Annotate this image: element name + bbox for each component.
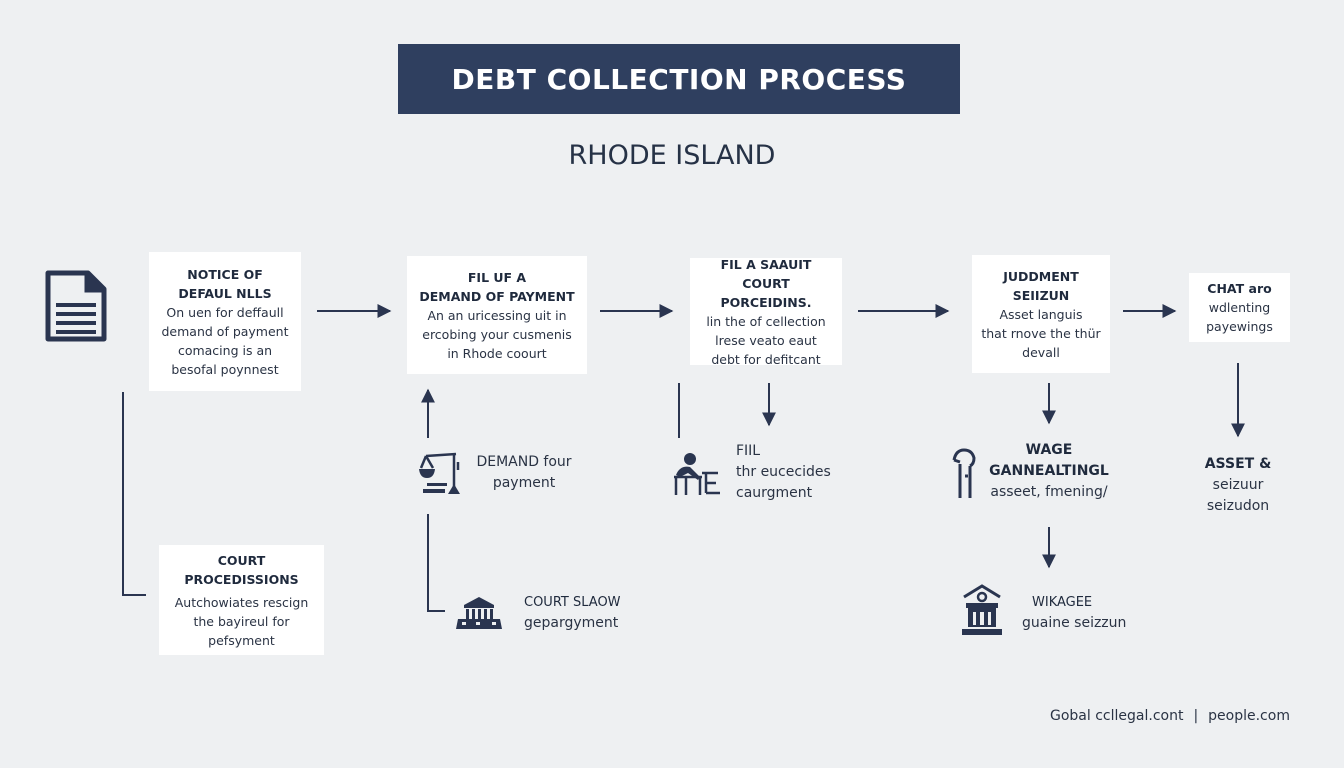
substep-description: Autchowiates rescign	[174, 594, 309, 610]
person-at-desk-icon	[674, 453, 720, 495]
label-line: guaine seizzun	[1022, 615, 1127, 631]
substep-court-procedissions: COURT PROCEDISSIONS Autchowiates rescign…	[159, 545, 324, 655]
step-description: On uen for deffaull	[166, 304, 284, 320]
page-subtitle: RHODE ISLAND	[568, 140, 776, 171]
label-line: FIIL	[736, 443, 761, 459]
label-line: payment	[492, 475, 556, 491]
step-description: lin the of cellection	[706, 313, 826, 329]
step-court-proceedings: FIL A SAAUIT COURT PORCEIDINS. lin the o…	[690, 256, 842, 367]
step-title: COURT PORCEIDINS.	[720, 275, 812, 310]
substep-title: COURT	[217, 552, 266, 568]
wikagee-label: WIKAGEE guaine seizzun	[1022, 592, 1126, 634]
step-description: ercobing your cusmenis	[422, 326, 572, 342]
step-title: DEFAUL NLLS	[178, 285, 272, 301]
label-title: WAGE	[1025, 442, 1073, 458]
step-description: payewings	[1206, 319, 1273, 334]
step-description: An an uricessing uit in	[427, 307, 567, 323]
step-title: FIL UF A	[467, 269, 527, 285]
step-description: that rnove the thür	[981, 325, 1101, 341]
page-title: DEBT COLLECTION PROCESS	[451, 62, 907, 96]
step-title: SEIIZUN	[1012, 287, 1070, 303]
label-line: thr eucecides	[736, 464, 831, 480]
label-line: COURT SLAOW	[524, 595, 621, 610]
hand-icon	[952, 448, 976, 498]
step-description: demand of payment	[161, 323, 289, 339]
step-description: lrese veato eaut	[715, 332, 817, 348]
label-line: DEMAND four	[476, 454, 572, 470]
step-description: wdlenting	[1208, 300, 1271, 315]
step-title: DEMAND OF PAYMENT	[419, 288, 575, 304]
connector-demand-to-court-slaow	[427, 514, 445, 612]
label-line: seizuur	[1212, 477, 1264, 493]
step-notice-of-default: NOTICE OF DEFAUL NLLS On uen for deffaul…	[149, 252, 301, 391]
footer: Gobal ccllegal.cont | people.com	[1050, 708, 1290, 724]
label-line: caurgment	[736, 485, 813, 501]
step-description: Asset languis	[999, 306, 1083, 322]
step-description: debt for defitcant	[711, 351, 821, 367]
footer-separator: |	[1193, 708, 1199, 724]
label-title: GANNEALTINGL	[989, 463, 1109, 479]
label-line: seizudon	[1206, 498, 1270, 514]
document-icon	[45, 270, 107, 342]
step-title: CHAT aro	[1207, 281, 1272, 296]
substep-description: pefsyment	[208, 632, 275, 648]
footer-site-link[interactable]: people.com	[1208, 708, 1290, 724]
bank-building-icon	[962, 584, 1002, 635]
title-banner: DEBT COLLECTION PROCESS	[398, 44, 960, 114]
scales-of-justice-icon	[419, 452, 460, 494]
step-description: devall	[1022, 344, 1060, 360]
fiil-label: FIIL thr eucecides caurgment	[736, 441, 831, 504]
step-judgment-seizure: JUDDMENT SEIIZUN Asset languis that rnov…	[972, 255, 1110, 373]
step-description: besofal poynnest	[171, 361, 279, 377]
label-line: WIKAGEE	[1032, 595, 1093, 610]
step-title: JUDDMENT	[1003, 268, 1079, 284]
step-title: NOTICE OF	[187, 266, 263, 282]
connector-step1-to-court	[122, 392, 146, 596]
demand-for-payment-label: DEMAND four payment	[474, 452, 574, 494]
step-title: FIL A SAAUIT	[720, 256, 812, 272]
substep-description: the bayireul for	[193, 613, 290, 629]
label-line: gepargyment	[524, 615, 619, 631]
step-description: comacing is an	[177, 342, 273, 358]
courthouse-icon	[456, 597, 502, 629]
asset-seizure-label: ASSET & seizuur seizudon	[1188, 454, 1288, 517]
step-file-demand-of-payment: FIL UF A DEMAND OF PAYMENT An an uricess…	[407, 256, 587, 374]
label-title: ASSET &	[1204, 456, 1272, 472]
wage-garnishment-label: WAGE GANNEALTINGL asseet, fmening/	[984, 440, 1114, 503]
step-chat: CHAT aro wdlenting payewings	[1189, 273, 1290, 342]
footer-source-link[interactable]: Gobal ccllegal.cont	[1050, 708, 1184, 724]
substep-title: PROCEDISSIONS	[184, 571, 299, 587]
step-description: in Rhode coourt	[447, 345, 547, 361]
court-slaow-label: COURT SLAOW gepargyment	[524, 592, 621, 634]
label-line: asseet, fmening/	[990, 484, 1108, 500]
